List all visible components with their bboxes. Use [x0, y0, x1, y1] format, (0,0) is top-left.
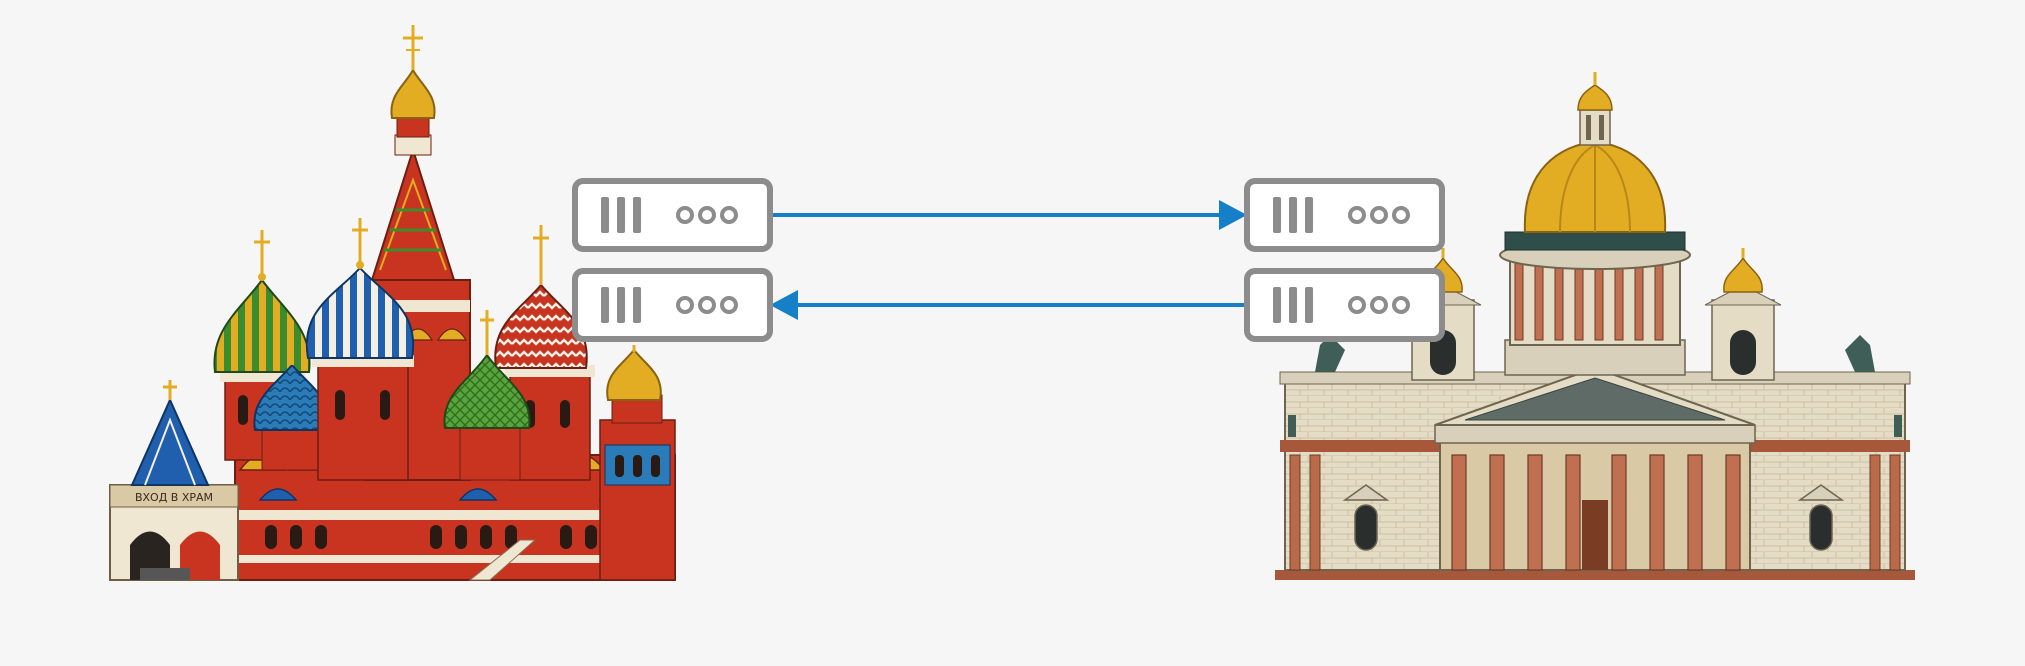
arrow-spb-server-bottom-to-moscow-server-bottom: [770, 290, 1247, 320]
server-icon: [601, 287, 738, 323]
st-basil-cathedral-illustration: ВХОД В ХРАМ: [109, 25, 676, 581]
server-icon: [1273, 197, 1410, 233]
replication-arrows: [770, 200, 1247, 320]
arrow-head: [770, 290, 798, 320]
arrow-moscow-server-top-to-spb-server-top: [770, 200, 1247, 230]
pavilion-sign: ВХОД В ХРАМ: [135, 491, 213, 504]
moscow-server-bottom: [572, 268, 773, 342]
spb-server-top: [1244, 178, 1445, 252]
server-icon: [1273, 287, 1410, 323]
arrow-head: [1219, 200, 1247, 230]
spb-server-bottom: [1244, 268, 1445, 342]
moscow-server-top: [572, 178, 773, 252]
server-icon: [601, 197, 738, 233]
server-group: [572, 178, 1445, 342]
right-bell-tower: [1704, 248, 1782, 381]
